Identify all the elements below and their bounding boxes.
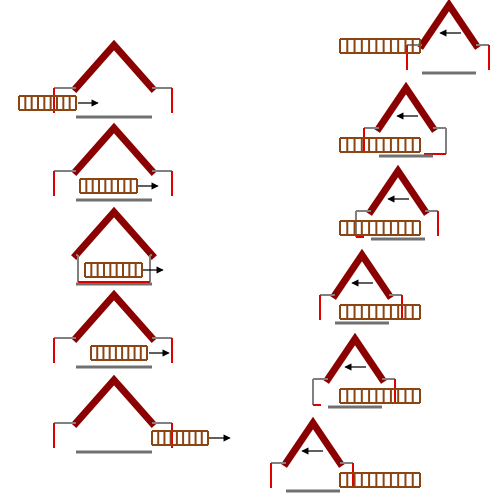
barn-roof <box>71 39 157 93</box>
right-scene-5 <box>312 332 421 409</box>
barn-roof <box>71 206 157 260</box>
barn-roof <box>281 416 345 468</box>
left-scene-4 <box>53 289 173 369</box>
barn-roof <box>71 374 157 428</box>
left-scene-1 <box>18 39 173 119</box>
barn-roof <box>71 122 157 176</box>
barn-roof <box>374 81 438 133</box>
right-scene-2 <box>339 81 447 158</box>
right-scene-1 <box>339 0 490 75</box>
barn-roof <box>330 248 394 300</box>
left-scene-2 <box>53 122 173 202</box>
left-scene-5 <box>53 374 231 454</box>
barn-roof <box>323 332 387 384</box>
right-scene-6 <box>270 416 421 493</box>
right-scene-3 <box>339 164 439 241</box>
left-scene-3 <box>71 206 164 286</box>
barn-roof <box>417 0 481 50</box>
barn-roof <box>71 289 157 343</box>
barn-roof <box>366 164 430 216</box>
right-scene-4 <box>319 248 421 325</box>
